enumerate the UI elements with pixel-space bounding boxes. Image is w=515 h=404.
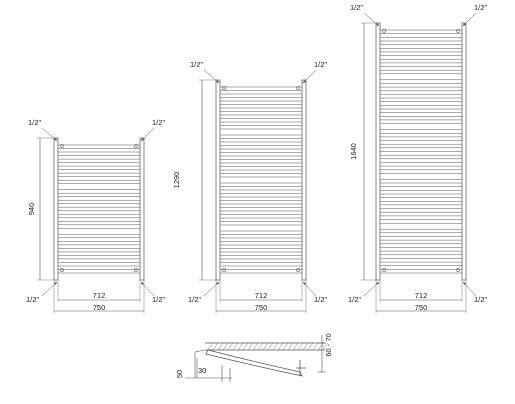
inner-width-label: 712 xyxy=(415,291,428,300)
wall-bracket xyxy=(382,268,386,272)
wall-bracket xyxy=(60,144,64,148)
depth-label: 60 - 70 xyxy=(324,333,333,356)
outer-width-label: 750 xyxy=(93,303,106,312)
height-label: 1640 xyxy=(349,143,358,160)
thread-label: 1/2" xyxy=(350,3,363,12)
thread-label: 1/2" xyxy=(314,295,327,304)
thread-label: 1/2" xyxy=(190,60,203,69)
left-post xyxy=(375,22,381,281)
thread-label: 1/2" xyxy=(348,295,361,304)
inner-width-label: 712 xyxy=(255,291,268,300)
right-post xyxy=(301,79,307,281)
wall-bracket xyxy=(222,268,226,272)
radiator-1290: 1290 712 750 1/2" 1/2" 1/2" 1/2" xyxy=(172,60,327,313)
thread-label: 1/2" xyxy=(28,118,41,127)
wall-bracket xyxy=(134,144,138,148)
wall-bracket xyxy=(222,86,226,90)
wall-bracket xyxy=(296,268,300,272)
thread-label: 1/2" xyxy=(26,295,39,304)
left-post xyxy=(53,137,59,281)
right-post xyxy=(461,22,467,281)
thread-label: 1/2" xyxy=(314,60,327,69)
outer-width-label: 750 xyxy=(415,303,428,312)
radiator-1640: 1640 712 750 1/2" 1/2" 1/2" 1/2" xyxy=(348,3,487,313)
wall-bracket xyxy=(296,86,300,90)
radiator-940: 940 712 750 1/2" 1/2" 1/2" 1/2" xyxy=(26,118,165,313)
thread-label: 1/2" xyxy=(152,118,165,127)
height-label: 940 xyxy=(27,203,36,216)
thread-label: 1/2" xyxy=(188,295,201,304)
thread-label: 1/2" xyxy=(474,295,487,304)
left-post xyxy=(215,79,221,281)
outer-width-label: 750 xyxy=(255,303,268,312)
wall-bracket xyxy=(382,29,386,33)
inner-width-label: 712 xyxy=(93,291,106,300)
wall-bracket xyxy=(456,29,460,33)
side-view: 60 - 70 30 50 xyxy=(175,333,333,382)
wall-bracket xyxy=(456,268,460,272)
wall-bracket xyxy=(134,268,138,272)
height-label: 1290 xyxy=(172,172,181,189)
right-post xyxy=(139,137,145,281)
wall-label: 50 xyxy=(175,370,184,378)
thread-label: 1/2" xyxy=(474,3,487,12)
wall-bracket xyxy=(60,268,64,272)
offset-label: 30 xyxy=(198,366,206,375)
thread-label: 1/2" xyxy=(152,295,165,304)
